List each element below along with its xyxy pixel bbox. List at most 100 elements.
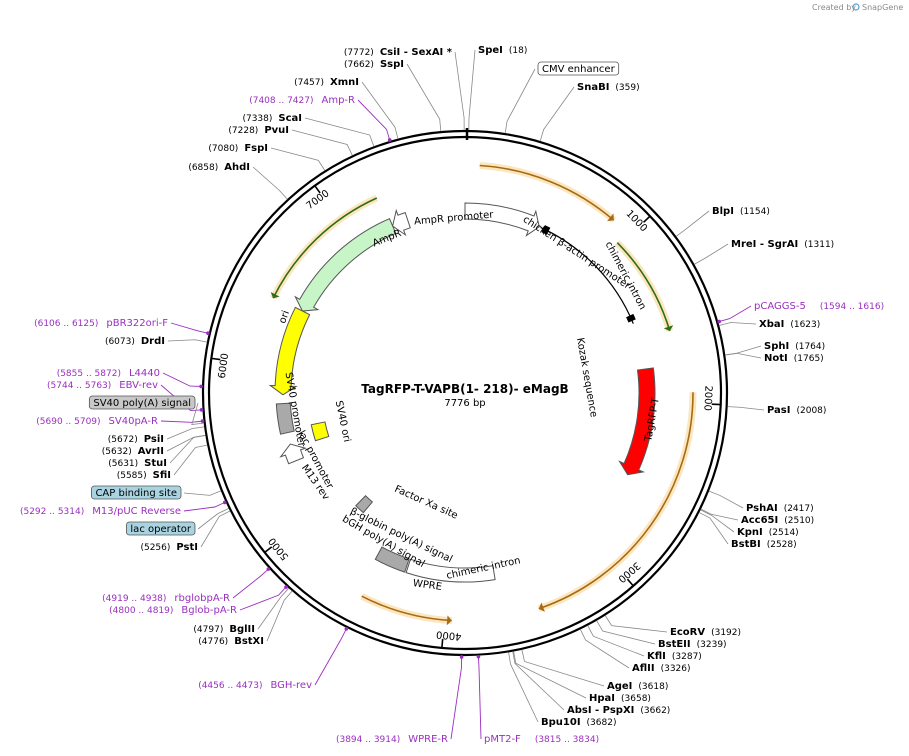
leader-line [675,210,710,237]
enzyme-label[interactable]: AgeI(3618) [607,681,668,692]
enzyme-label[interactable]: BlpI(1154) [712,206,770,217]
enzyme-label[interactable]: (4797)BglII [193,624,255,635]
orf-arc [538,392,694,610]
primer-label[interactable]: (5690 .. 5709)SV40pA-R [36,416,158,427]
primer-label[interactable]: (5292 .. 5314)M13/pUC Reverse [20,506,181,517]
primer-marker [206,331,210,335]
plasmid-name: TagRFP-T-VAPB(1- 218)- eMagB [361,382,568,396]
leader-line [183,490,222,496]
leader-line [357,99,391,142]
enzyme-label[interactable]: KflI(3287) [647,651,702,662]
enzyme-label[interactable]: (5632)AvrII [102,446,164,457]
boxed-feature-box [91,485,182,500]
leader-line [700,508,739,521]
primer-label[interactable]: (4456 .. 4473)BGH-rev [198,680,312,691]
leader-lines [160,49,765,740]
tick-mark [643,215,651,223]
feature-ampr-promoter [392,208,411,237]
enzyme-label[interactable]: (7080)FspI [208,143,268,154]
enzyme-label[interactable]: (4776)BstXI [198,636,264,647]
enzyme-label[interactable]: (5256)PstI [140,542,198,553]
leader-line [513,651,587,699]
enzyme-label[interactable]: SpeI(18) [478,45,527,56]
enzyme-label[interactable]: (7662)SspI [344,59,404,70]
boxed-feature-label[interactable]: CAP binding site [95,488,177,499]
primer-label[interactable]: (4800 .. 4819)Bglob-pA-R [109,605,237,616]
primer-label[interactable]: (3894 .. 3914)WPRE-R [336,734,448,745]
primer-marker [344,627,349,631]
boxed-feature-label[interactable]: CMV enhancer [542,64,616,75]
feature-sv40-promoter [275,402,295,435]
primer-label[interactable]: (5744 .. 5763)EBV-rev [47,380,158,391]
enzyme-label[interactable]: EcoRV(3192) [670,627,741,638]
primer-marker [284,585,288,589]
enzyme-label[interactable]: (5631)StuI [108,458,167,469]
enzyme-label[interactable]: (7457)XmnI [294,77,359,88]
leader-line [160,384,203,412]
feature-label: WPRE [412,578,442,593]
leader-line [477,655,482,740]
tick-mark [264,546,273,554]
enzyme-label[interactable]: SnaBI(359) [577,82,640,93]
enzyme-label[interactable]: AbsI - PspXI(3662) [567,705,670,716]
enzyme-label[interactable]: XbaI(1623) [759,319,820,330]
tick-mark [441,638,444,649]
primer-label[interactable]: pCAGGS-5(1594 .. 1616) [754,301,884,312]
enzyme-label[interactable]: AflII(3326) [632,663,691,674]
primer-marker [266,567,271,571]
enzyme-label[interactable]: HpaI(3658) [589,693,651,704]
leader-line [304,117,375,147]
feature-exon-block [541,225,551,235]
backbone-inner [207,135,723,651]
enzyme-label[interactable]: BstBI(2528) [731,539,797,550]
leader-line [314,627,348,686]
leader-line [200,510,231,548]
leader-line [173,444,208,476]
boxed-feature-label[interactable]: lac operator [130,524,191,535]
enzyme-label[interactable]: BstEII(3239) [658,639,727,650]
leader-line [406,63,442,132]
primer-label[interactable]: (4919 .. 4938)rbglobpA-R [102,593,230,604]
enzyme-label[interactable]: KpnI(2514) [737,527,799,538]
enzyme-label[interactable]: SphI(1764) [764,341,825,352]
enzyme-label[interactable]: (5585)SfiI [117,470,171,481]
leader-line [450,655,463,740]
enzyme-label[interactable]: (6858)AhdI [188,162,250,173]
feature-exon-block [626,313,636,323]
enzyme-label[interactable]: (7228)PvuI [228,125,289,136]
enzyme-label[interactable]: Bpu10I(3682) [541,717,616,728]
feature-ampr [294,218,397,312]
primer-marker [199,384,203,389]
leader-line [270,147,326,171]
primer-labels: pCAGGS-5(1594 .. 1616) pMT2-F(3815 .. 383… [20,95,884,745]
primer-marker [199,408,204,412]
enzyme-label[interactable]: Acc65I(2510) [741,515,814,526]
leader-line [160,420,204,423]
feature-label: Kozak sequence [574,337,599,418]
enzyme-label[interactable]: (6073)DrdI [105,336,165,347]
enzyme-label[interactable]: MreI - SgrAI(1311) [731,239,834,250]
primer-marker [200,419,205,423]
leader-line [580,629,630,669]
enzyme-label[interactable]: PasI(2008) [767,405,826,416]
primer-label[interactable]: (5855 .. 5872)L4440 [57,368,160,379]
orf-arc [272,197,378,299]
enzyme-label[interactable]: (5672)PsiI [108,434,164,445]
enzyme-label[interactable]: NotI(1765) [764,353,824,364]
boxed-feature-box [126,521,196,536]
tick-label: 2000 [701,385,713,411]
orf-arrowhead [270,292,280,299]
primer-marker [717,319,721,324]
boxed-feature-label[interactable]: SV40 poly(A) signal [93,398,191,409]
leader-line [197,508,229,530]
primer-label[interactable]: (7408 .. 7427)Amp-R [249,95,355,106]
enzyme-label[interactable]: PshAI(2417) [746,503,814,514]
backbone-outer [201,129,729,657]
enzyme-label[interactable]: (7338)ScaI [242,113,302,124]
primer-label[interactable]: pMT2-F(3815 .. 3834) [484,734,599,745]
leader-line [718,305,752,323]
orf-glow [537,392,697,613]
leader-line [587,625,645,657]
enzyme-label[interactable]: (7772)CsiI - SexAI * [344,47,453,58]
primer-label[interactable]: (6106 .. 6125)pBR322ori-F [34,318,168,329]
